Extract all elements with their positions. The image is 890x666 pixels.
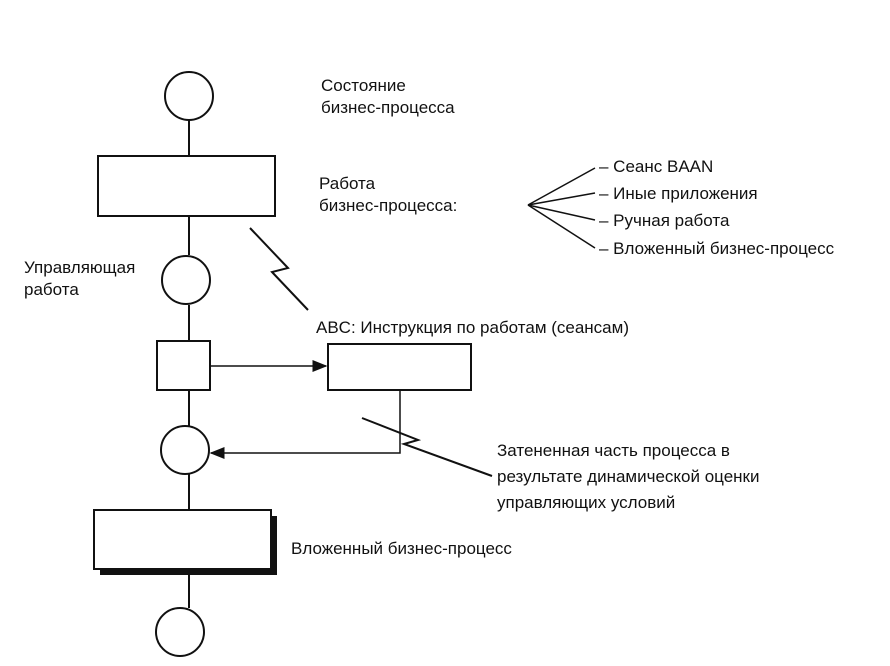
merge-state-circle [160,425,210,475]
control-label-line1: Управляющая [24,258,136,277]
nested-process-label: Вложенный бизнес-процесс [291,539,512,558]
activity-type-1: – Сеанс BAAN [599,157,714,176]
state-label-line2: бизнес-процесса [321,98,455,117]
arrow-back-to-merge [209,390,401,459]
fan-line [527,192,596,206]
fan-line [527,167,596,206]
control-label-line2: работа [24,280,79,299]
shaded-label-line2: результате динамической оценки [497,467,760,486]
activity-type-2: – Иные приложения [599,184,758,203]
shaded-part-label: Затененная часть процесса в результате д… [497,438,760,516]
activity-label-line2: бизнес-процесса: [319,196,458,215]
activity-label: Работа бизнес-процесса: [319,173,457,217]
abc-instruction-label: ABC: Инструкция по работам (сеансам) [316,318,629,337]
abc-instruction-box [327,343,472,391]
activity-box [97,155,276,217]
control-activity-box [156,340,211,391]
shaded-label-line3: управляющих условий [497,493,676,512]
state-label: Состояние бизнес-процесса [321,75,455,119]
shaded-label-line1: Затененная часть процесса в [497,441,730,460]
control-activity-label: Управляющая работа [24,257,135,301]
lightning-callout-shaded [361,417,493,477]
activity-type-3: – Ручная работа [599,211,730,230]
activity-type-4: – Вложенный бизнес-процесс [599,239,835,258]
lightning-callout-abc [249,227,309,311]
control-state-circle [161,255,211,305]
fan-line [527,204,596,249]
state-label-line1: Состояние [321,76,406,95]
activity-label-line1: Работа [319,174,376,193]
nested-process-box [93,509,272,570]
end-state-circle [155,607,205,657]
fan-line [527,204,596,221]
start-state-circle [164,71,214,121]
